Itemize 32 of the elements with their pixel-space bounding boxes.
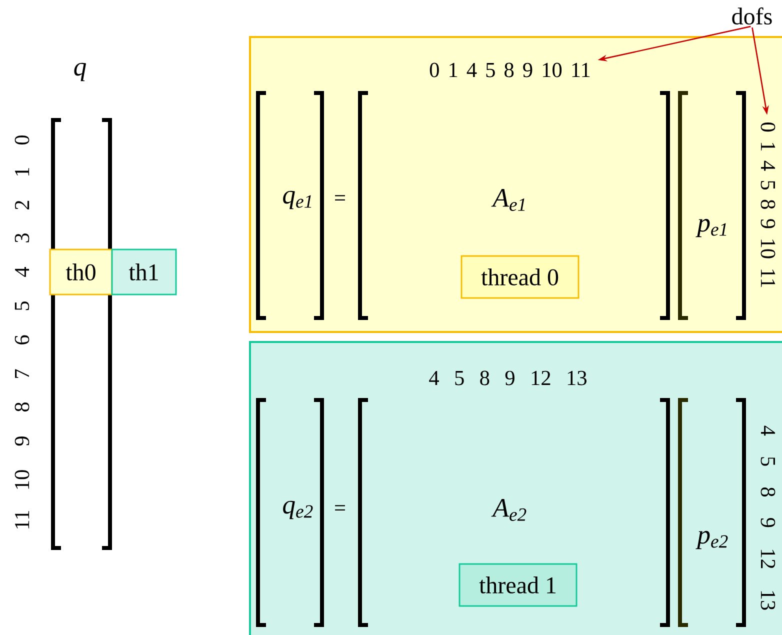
index-number: 4 xyxy=(15,267,30,277)
equals-sign: = xyxy=(335,195,345,200)
thread-label-box: thread 1 xyxy=(458,563,578,607)
index-number: 5 xyxy=(14,302,30,310)
index-number: 3 xyxy=(14,234,30,242)
column-index-text: 0 1 4 5 8 9 10 11 xyxy=(430,62,590,78)
row-index-text: 4 5 8 9 12 13 xyxy=(760,426,776,610)
index-number: 6 xyxy=(14,335,30,344)
index-number: 2 xyxy=(14,200,30,210)
vector-symbol: q xyxy=(74,62,86,82)
index-number: 8 xyxy=(14,402,30,412)
index-number: 1 xyxy=(14,168,30,176)
thread-cell: th0 xyxy=(49,248,113,296)
column-index-text: 4 5 8 9 12 13 xyxy=(429,370,586,386)
panel-background xyxy=(249,341,782,635)
index-number: 10 xyxy=(14,470,30,489)
matrix-symbol: A$_{e1}$ xyxy=(491,189,525,211)
row-index-text: 0 1 4 5 8 9 10 11 xyxy=(760,122,776,287)
vector-symbol: q$_{e1}$ xyxy=(283,190,312,210)
index-number: 11 xyxy=(14,511,30,528)
index-number: 7 xyxy=(15,369,29,378)
thread-label-box: thread 0 xyxy=(460,255,580,299)
panel-background xyxy=(249,36,782,333)
vector-symbol: p$_{e1}$ xyxy=(696,218,726,238)
vector-symbol: p$_{e2}$ xyxy=(696,530,728,550)
annotation-text: dofs xyxy=(732,7,772,25)
index-number: 9 xyxy=(14,436,30,446)
thread-cell: th1 xyxy=(111,248,177,296)
index-number: 0 xyxy=(14,135,30,145)
matrix-symbol: A$_{e2}$ xyxy=(491,499,526,521)
vector-symbol: q$_{e2}$ xyxy=(283,500,313,520)
equals-sign: = xyxy=(335,505,345,510)
